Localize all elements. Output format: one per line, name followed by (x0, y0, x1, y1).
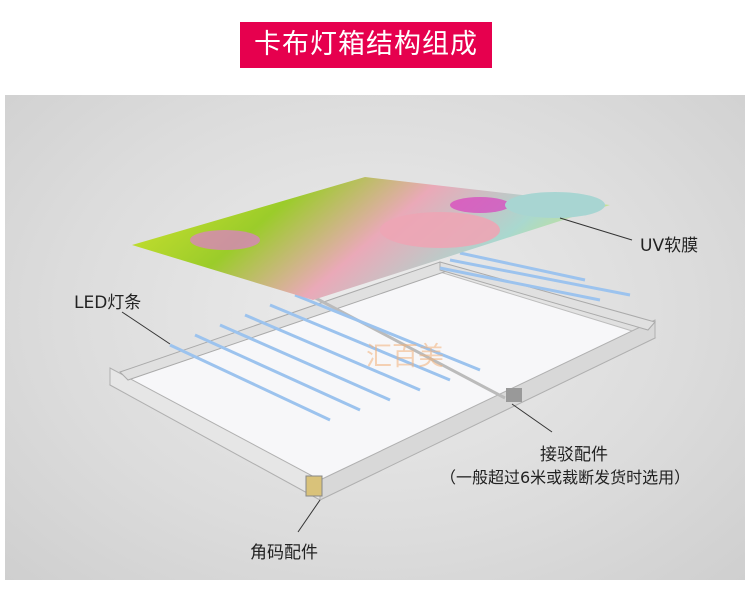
led-strips (169, 251, 631, 422)
label-led-strip: LED灯条 (74, 293, 142, 313)
label-connector: 接驳配件 (540, 445, 608, 465)
label-connector-note: （一般超过6米或裁断发货时选用） (440, 468, 691, 487)
page-title: 卡布灯箱结构组成 (240, 22, 492, 68)
label-corner: 角码配件 (250, 543, 318, 563)
leader-lines (121, 217, 633, 533)
watermark-logo: 汇百美 (366, 342, 444, 372)
label-uv-film: UV软膜 (640, 236, 699, 256)
